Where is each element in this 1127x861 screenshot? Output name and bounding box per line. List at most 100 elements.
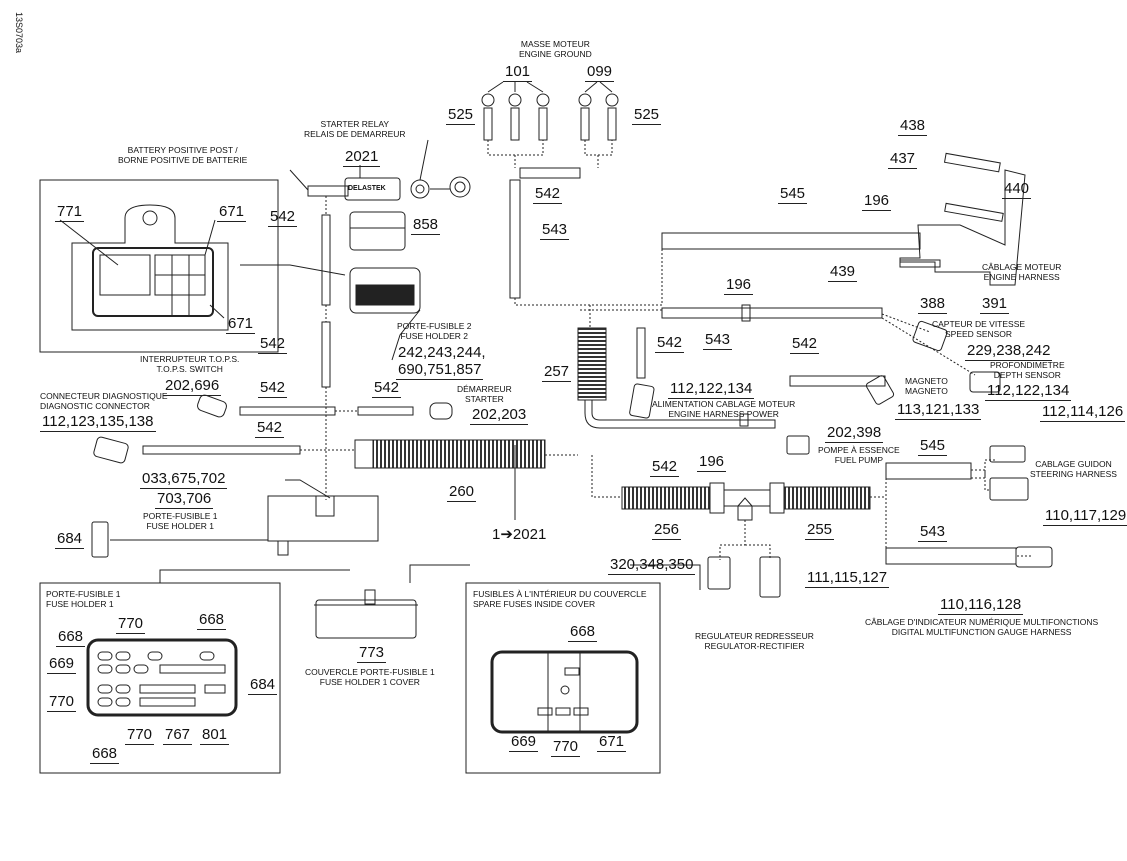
- part-number: 671: [597, 733, 627, 752]
- connector-detail-frame: [39, 179, 279, 353]
- part-number: 196: [697, 453, 727, 472]
- part-number: 110,116,128: [938, 596, 1024, 615]
- wire-tube: [239, 406, 336, 416]
- starter-connector: [429, 402, 453, 420]
- part-number: 684: [55, 530, 85, 549]
- part-number: 202,203: [470, 406, 529, 425]
- part-number: 671: [217, 203, 247, 222]
- wire-tube-543: [661, 307, 883, 319]
- part-number: 542: [255, 419, 285, 438]
- wire-tube-545: [661, 232, 921, 250]
- part-number: 202,398: [825, 424, 884, 443]
- part-number: 767: [163, 726, 193, 745]
- part-number: 110,117,129: [1043, 507, 1127, 526]
- part-number: 545: [918, 437, 948, 456]
- part-number: 543: [540, 221, 570, 240]
- part-number: 196: [724, 276, 754, 295]
- part-number: 770: [125, 726, 155, 745]
- part-number: 439: [828, 263, 858, 282]
- caption-engine-harness: CÂBLAGE MOTEUR ENGINE HARNESS: [982, 262, 1062, 282]
- part-number: 256: [652, 521, 682, 540]
- part-number: 320,348,350: [608, 556, 696, 575]
- corrugated-conduit-260: [354, 439, 546, 469]
- part-number: 438: [898, 117, 928, 136]
- caption-battery-post: BATTERY POSITIVE POST / BORNE POSITIVE D…: [118, 145, 248, 165]
- part-number: 229,238,242: [965, 342, 1053, 361]
- caption-steering-harness: CABLAGE GUIDON STEERING HARNESS: [1030, 459, 1117, 479]
- caption-magneto: MAGNETO MAGNETO: [905, 376, 948, 396]
- caption-fuel-pump: POMPE À ESSENCE FUEL PUMP: [818, 445, 900, 465]
- caption-speed-sensor: CAPTEUR DE VITESSE SPEED SENSOR: [932, 319, 1026, 339]
- part-number: 1➔2021: [492, 526, 547, 543]
- part-number: 668: [197, 611, 227, 630]
- caption-fuse-cover: COUVERCLE PORTE-FUSIBLE 1 FUSE HOLDER 1 …: [305, 667, 435, 687]
- caption-fuse-holder-1-box: PORTE-FUSIBLE 1 FUSE HOLDER 1: [46, 589, 121, 609]
- wire-tube: [789, 375, 886, 387]
- fuse-holder-1-detail: [86, 638, 238, 717]
- part-number: 542: [655, 334, 685, 353]
- caption-starter-relay: STARTER RELAY RELAIS DE DEMARREUR: [304, 119, 406, 139]
- wire-tube: [519, 167, 581, 179]
- wire-tube: [636, 327, 646, 379]
- part-number: 770: [116, 615, 146, 634]
- caption-fuse-holder-1: PORTE-FUSIBLE 1 FUSE HOLDER 1: [143, 511, 218, 531]
- part-number: 196: [862, 192, 892, 211]
- part-number: 669: [509, 733, 539, 752]
- caption-tops-switch: INTERRUPTEUR T.O.P.S. T.O.P.S. SWITCH: [140, 354, 240, 374]
- part-number: 542: [372, 379, 402, 398]
- part-number: 668: [568, 623, 598, 642]
- wire-tube: [357, 406, 414, 416]
- regulator-connector-1: [707, 556, 731, 590]
- fuse-holder-2: [349, 267, 421, 314]
- caption-regulator: REGULATEUR REDRESSEUR REGULATOR-RECTIFIE…: [695, 631, 814, 651]
- part-number: 542: [258, 335, 288, 354]
- fuse-holder-cover: [315, 599, 417, 639]
- harness-power-connector: [629, 383, 655, 419]
- part-number: 112,123,135,138: [40, 413, 156, 432]
- caption-diagnostic-connector: CONNECTEUR DIAGNOSTIQUE DIAGNOSTIC CONNE…: [40, 391, 168, 411]
- fuse-holder-1: [267, 495, 379, 542]
- part-number: 771: [55, 203, 85, 222]
- steering-connector-2: [989, 477, 1029, 501]
- part-number: 542: [268, 208, 298, 227]
- part-number: 770: [551, 738, 581, 757]
- part-number: 260: [447, 483, 477, 502]
- caption-depth-sensor: PROFONDIMETRE DEPTH SENSOR: [990, 360, 1065, 380]
- caption-harness-power: ALIMENTATION CABLAGE MOTEUR ENGINE HARNE…: [652, 399, 796, 419]
- part-number: 033,675,702: [140, 470, 228, 489]
- part-number: 801: [200, 726, 230, 745]
- wire-tube-543-low: [885, 547, 1017, 565]
- part-number: 112,114,126: [1040, 403, 1126, 422]
- part-number: 543: [918, 523, 948, 542]
- spare-fuses-frame: [465, 582, 661, 774]
- part-number: 113,121,133: [895, 401, 982, 420]
- wire-tube: [142, 445, 301, 455]
- gauge-connector: [1015, 546, 1053, 568]
- part-number: 388: [918, 295, 948, 314]
- starter-relay: [344, 177, 401, 201]
- steering-connector-1: [989, 445, 1026, 463]
- part-number: 542: [650, 458, 680, 477]
- part-number: 242,243,244,: [398, 344, 486, 361]
- corrugated-conduit-256: [621, 486, 711, 510]
- part-number: 525: [632, 106, 662, 125]
- part-number: 202,696: [163, 377, 222, 396]
- part-number: 671: [226, 315, 256, 334]
- regulator-connector-2: [759, 556, 781, 598]
- part-number: 858: [411, 216, 441, 235]
- magneto-connector: [865, 375, 895, 405]
- caption-engine-ground: MASSE MOTEUR ENGINE GROUND: [519, 39, 592, 59]
- part-number: 437: [888, 150, 918, 169]
- wire-tube: [321, 214, 331, 306]
- part-number: 773: [357, 644, 387, 663]
- part-number: 542: [533, 185, 563, 204]
- battery-cable: [307, 185, 349, 197]
- part-number: 703,706: [155, 490, 214, 509]
- wire-tube-545-low: [885, 462, 972, 480]
- relay-brand: DELASTEK: [348, 185, 386, 192]
- part-number: 440: [1002, 180, 1032, 199]
- part-number: 255: [805, 521, 835, 540]
- diagnostic-connector: [93, 436, 129, 464]
- engine-harness: [899, 169, 1026, 286]
